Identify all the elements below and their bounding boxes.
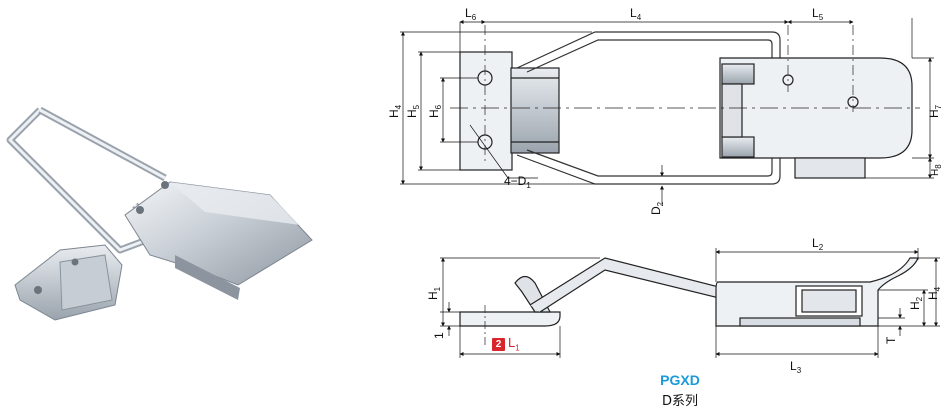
side-view-labels: L2 L3 H1 1 H2 H4 T — [426, 236, 941, 375]
label-T: T — [884, 336, 898, 344]
label-one: 1 — [432, 332, 446, 339]
top-view-labels: L6 L4 L5 H4 H5 H6 H7 H8 D2 4−D1 — [387, 6, 941, 215]
label-L2: L2 — [812, 236, 824, 252]
label-H4: H4 — [387, 104, 403, 118]
top-view-drawing — [450, 25, 920, 185]
top-view-dimensions — [400, 18, 934, 204]
label-H1: H1 — [426, 286, 442, 300]
keeper-side — [459, 311, 561, 327]
label-L4: L4 — [630, 6, 642, 22]
product-photo — [6, 106, 313, 321]
label-side-H4: H4 — [926, 286, 941, 300]
label-H8: H8 — [930, 164, 941, 176]
side-view-drawing — [459, 257, 919, 345]
label-D2: D2 — [649, 201, 665, 215]
label-L3: L3 — [790, 359, 802, 375]
label-L5: L5 — [812, 6, 824, 22]
product-code: PGXD — [660, 372, 700, 388]
badge-label: L1 — [508, 335, 520, 353]
label-H2: H2 — [908, 296, 924, 310]
label-hole-count: 4−D1 — [504, 174, 531, 190]
badge-number: 2 — [492, 337, 505, 351]
label-H6: H6 — [427, 104, 443, 118]
label-H7: H7 — [927, 104, 941, 118]
label-L6: L6 — [465, 6, 477, 22]
keeper-plate — [459, 51, 513, 171]
label-H5: H5 — [405, 104, 421, 118]
side-view-dimensions — [440, 248, 940, 358]
l1-badge: 2 L1 — [492, 335, 520, 353]
keeper-hook — [510, 67, 560, 154]
series-label: D系列 — [661, 394, 698, 409]
